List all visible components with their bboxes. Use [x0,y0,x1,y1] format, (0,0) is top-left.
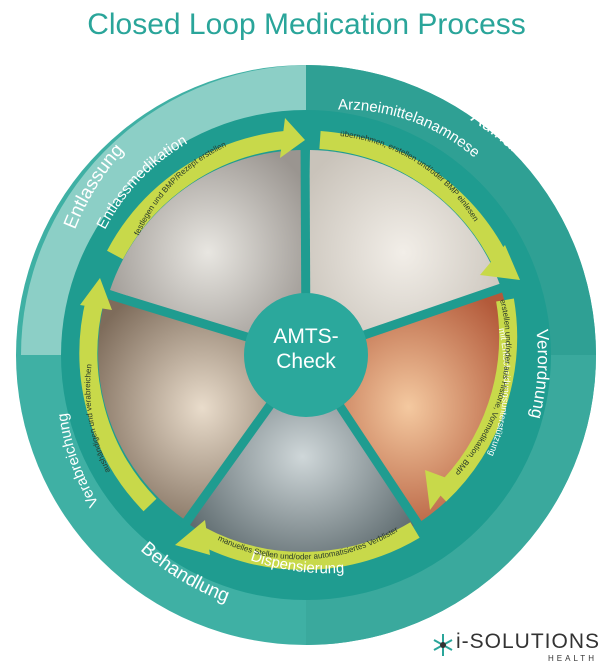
center-label-line1: AMTS- [273,325,338,348]
center-circle [244,293,368,417]
center-label-line2: Check [276,350,336,373]
arrow-heads [80,118,520,555]
logo-brand-text: i-SOLUTIONS [456,630,601,653]
logo-star-icon [433,634,453,656]
photo-wedge-entlassmedikation [110,149,306,355]
arrow-arcs [79,131,518,570]
page-title: Closed Loop Medication Process [87,8,526,41]
logo-sub-text: HEALTH [548,654,597,663]
photo-wedge-dispensierung [190,355,415,559]
photo-wedge-anamnese [306,150,500,355]
company-logo: i-SOLUTIONS HEALTH [430,628,605,664]
